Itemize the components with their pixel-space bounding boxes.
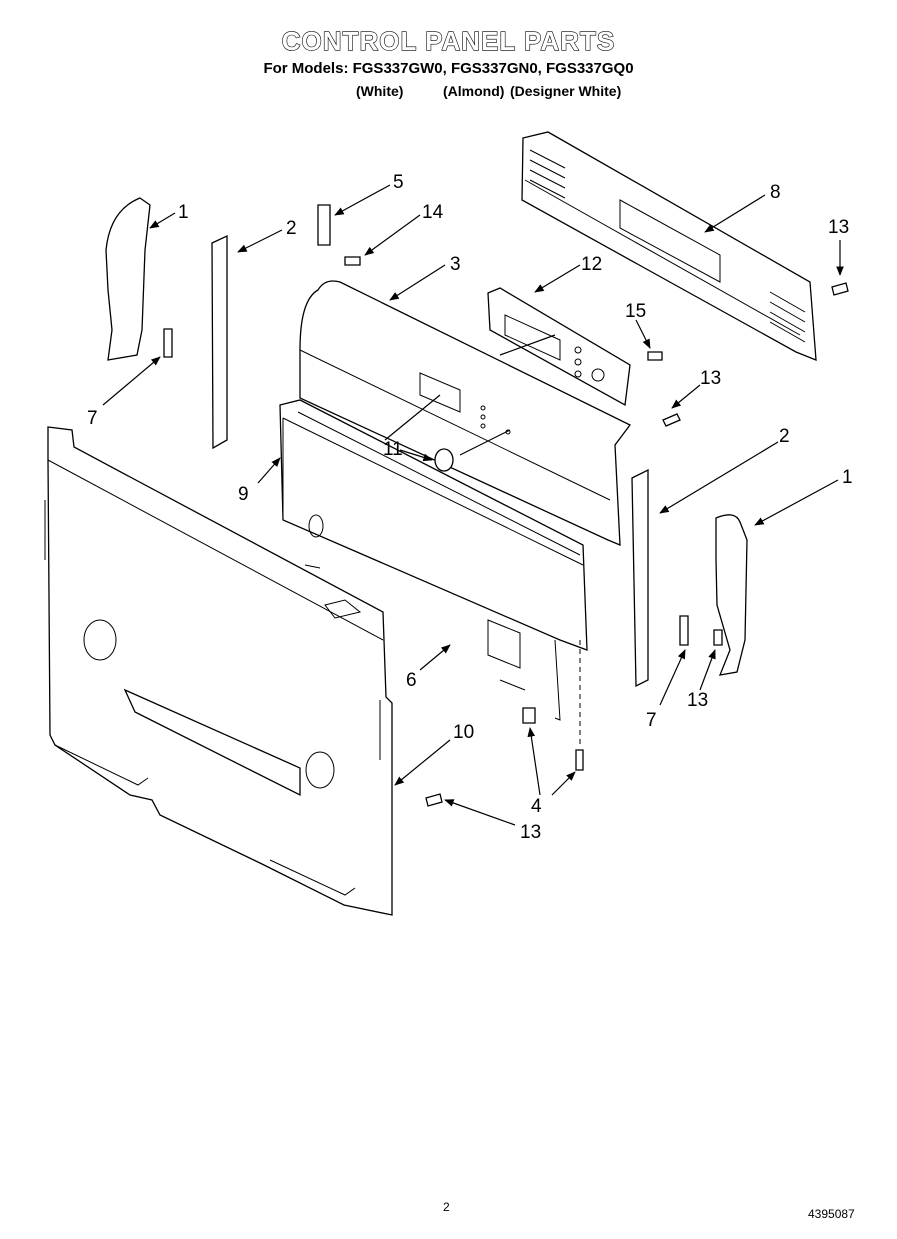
- callout-13-bottom: 13: [520, 822, 541, 843]
- callout-13-mid: 13: [700, 368, 721, 389]
- callout-11: 11: [383, 439, 403, 460]
- part-13-screw-mid: [662, 413, 681, 427]
- callout-6: 6: [406, 670, 417, 691]
- part-14-screw: [344, 256, 361, 266]
- callout-12: 12: [581, 254, 602, 275]
- callout-3: 3: [450, 254, 461, 275]
- part-1-right-end-cap: [715, 514, 748, 676]
- part-7-right-clip: [679, 615, 689, 646]
- part-15-screw: [647, 351, 663, 361]
- part-13-screw-bottom: [425, 793, 443, 807]
- finish-white: (White): [356, 83, 404, 99]
- finish-almond: (Almond): [443, 83, 505, 99]
- callout-10: 10: [453, 722, 474, 743]
- part-4-screw-a: [522, 707, 536, 724]
- part-9-6-backing: [279, 399, 588, 721]
- callout-7-right: 7: [646, 710, 657, 731]
- callout-7-left: 7: [87, 408, 98, 429]
- callout-1-left: 1: [178, 202, 189, 223]
- callout-5: 5: [393, 172, 404, 193]
- part-2-right-bracket: [631, 468, 649, 688]
- part-1-left-end-cap: [105, 197, 151, 361]
- part-3-console: [299, 280, 631, 546]
- finish-designer-white: (Designer White): [510, 83, 622, 99]
- callout-1-right: 1: [842, 467, 853, 488]
- part-10-panel: [44, 426, 393, 916]
- document-number: 4395087: [808, 1207, 855, 1221]
- callout-4: 4: [531, 796, 542, 817]
- page-title: CONTROL PANEL PARTS: [281, 25, 616, 56]
- callout-2-right: 2: [779, 426, 790, 447]
- callout-13-right: 13: [687, 690, 708, 711]
- part-8-rear-shield: [521, 131, 817, 361]
- leader-lines: [102, 184, 844, 826]
- part-2-left-bracket: [211, 234, 228, 450]
- part-12-electronic-control: [487, 287, 631, 407]
- callout-8: 8: [770, 182, 781, 203]
- part-5-bracket: [317, 204, 331, 246]
- models-line: For Models: FGS337GW0, FGS337GN0, FGS337…: [263, 60, 634, 77]
- part-13-screw-top-right: [831, 282, 849, 296]
- callout-9: 9: [238, 484, 249, 505]
- callout-14: 14: [422, 202, 444, 223]
- callout-15: 15: [625, 301, 646, 322]
- callout-13-top-right: 13: [828, 217, 849, 238]
- page-number: 2: [443, 1200, 450, 1214]
- part-7-left-clip: [163, 328, 173, 358]
- part-13-screw-right: [713, 629, 723, 646]
- part-4-screw-b: [575, 749, 584, 771]
- callout-2-left: 2: [286, 218, 297, 239]
